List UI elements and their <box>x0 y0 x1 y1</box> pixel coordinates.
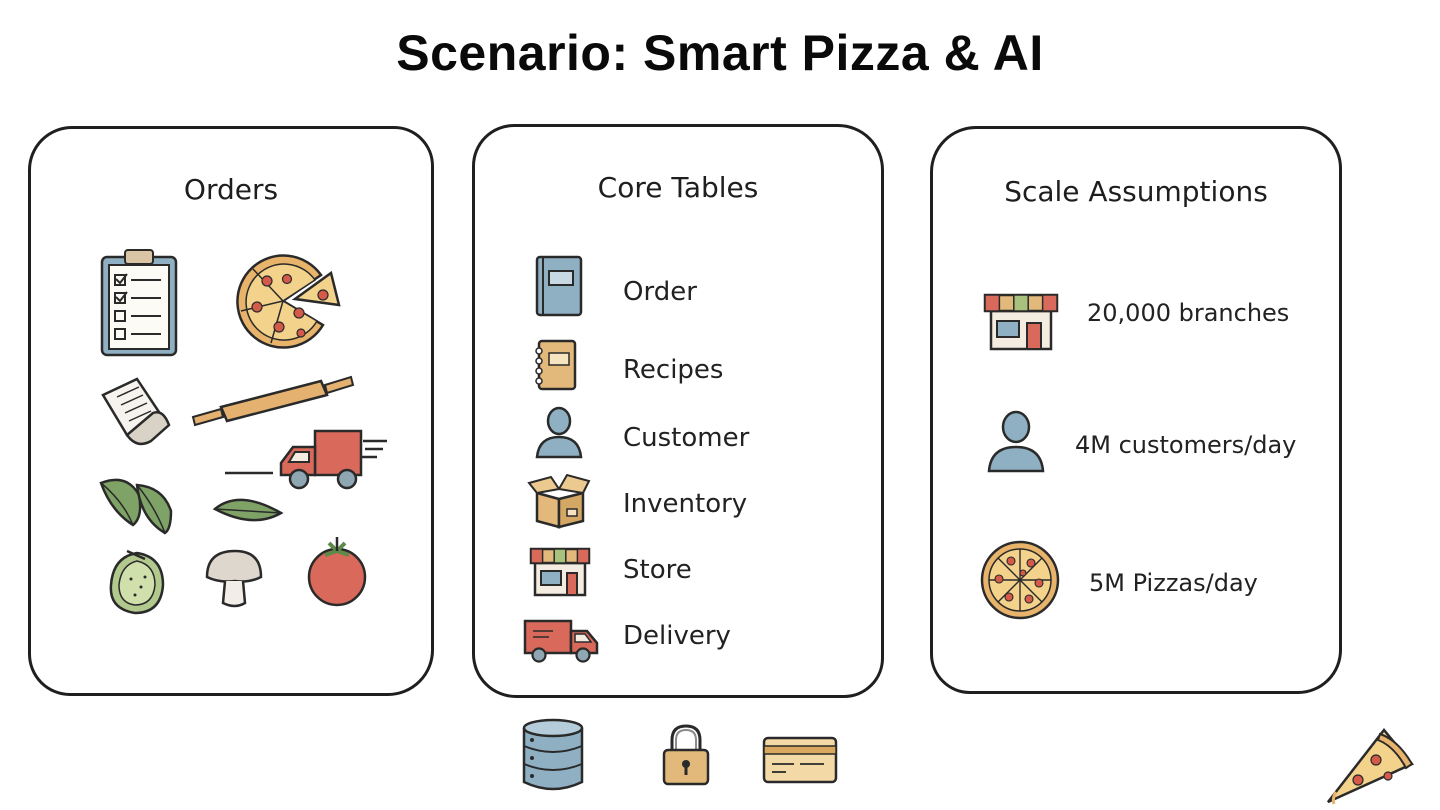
person-icon <box>535 406 583 459</box>
core-table-label-delivery: Delivery <box>623 621 731 651</box>
pizza-slice-icon <box>1327 727 1415 805</box>
core-tables-panel-title: Core Tables <box>597 171 759 204</box>
delivery-truck-icon <box>225 429 387 490</box>
tomato-icon <box>307 537 367 607</box>
credit-card-icon <box>762 736 838 784</box>
orders-panel-title: Orders <box>183 173 279 206</box>
core-table-label-customer: Customer <box>623 423 750 453</box>
core-tables-panel: Core Tables Order Recipes Customer Inven… <box>472 124 884 698</box>
rolling-pin-icon <box>191 375 355 427</box>
mushroom-icon <box>205 549 263 608</box>
core-table-label-store: Store <box>623 555 692 585</box>
core-table-label-recipes: Recipes <box>623 355 724 385</box>
delivery-truck-icon <box>523 619 599 663</box>
receipt-icon <box>101 377 171 446</box>
book-icon <box>535 255 583 317</box>
scale-assumptions-panel: Scale Assumptions 20,000 branches 4M cus… <box>930 126 1342 694</box>
notebook-icon <box>535 339 577 391</box>
person-icon <box>987 410 1045 473</box>
core-table-label-inventory: Inventory <box>623 489 748 519</box>
scale-label-branches: 20,000 branches <box>1087 299 1290 327</box>
scale-panel-title: Scale Assumptions <box>1004 175 1268 208</box>
orders-panel: Orders <box>28 126 434 696</box>
box-icon <box>527 473 591 529</box>
basil-leaves-icon <box>99 478 173 535</box>
database-icon <box>522 718 584 791</box>
core-table-label-order: Order <box>623 277 697 307</box>
page-title: Scenario: Smart Pizza & AI <box>396 25 1044 81</box>
scale-label-customers: 4M customers/day <box>1075 431 1297 459</box>
basil-leaf-icon <box>212 498 284 522</box>
green-pepper-icon <box>109 549 165 615</box>
scale-label-pizzas: 5M Pizzas/day <box>1089 569 1258 597</box>
storefront-icon <box>983 293 1059 351</box>
pizza-icon <box>236 254 341 349</box>
clipboard-checklist-icon <box>100 249 178 357</box>
pizza-icon <box>980 540 1060 620</box>
padlock-icon <box>662 724 710 786</box>
storefront-icon <box>529 547 591 597</box>
